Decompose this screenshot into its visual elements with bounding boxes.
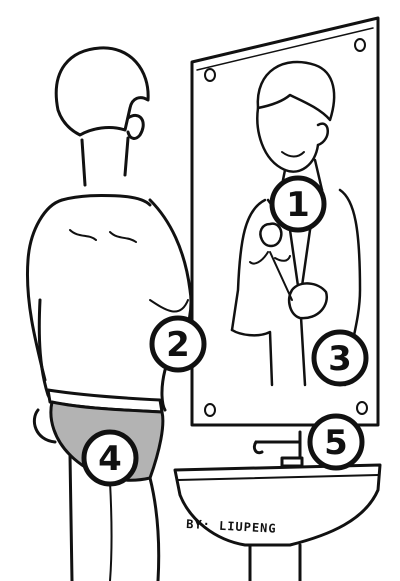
man-from-behind <box>26 46 193 581</box>
marker-5-label: 5 <box>324 423 348 463</box>
marker-5: 5 <box>307 413 365 471</box>
marker-2: 2 <box>149 315 207 373</box>
marker-4: 4 <box>81 429 139 487</box>
sink <box>173 430 382 581</box>
marker-3-label: 3 <box>328 339 352 379</box>
marker-1: 1 <box>269 175 327 233</box>
marker-2-label: 2 <box>166 325 190 365</box>
mirror-reflection <box>230 60 362 387</box>
artist-signature: BY: LIUPENG <box>186 517 277 536</box>
marker-1-label: 1 <box>286 185 310 225</box>
marker-4-label: 4 <box>98 439 122 479</box>
marker-3: 3 <box>311 329 369 387</box>
